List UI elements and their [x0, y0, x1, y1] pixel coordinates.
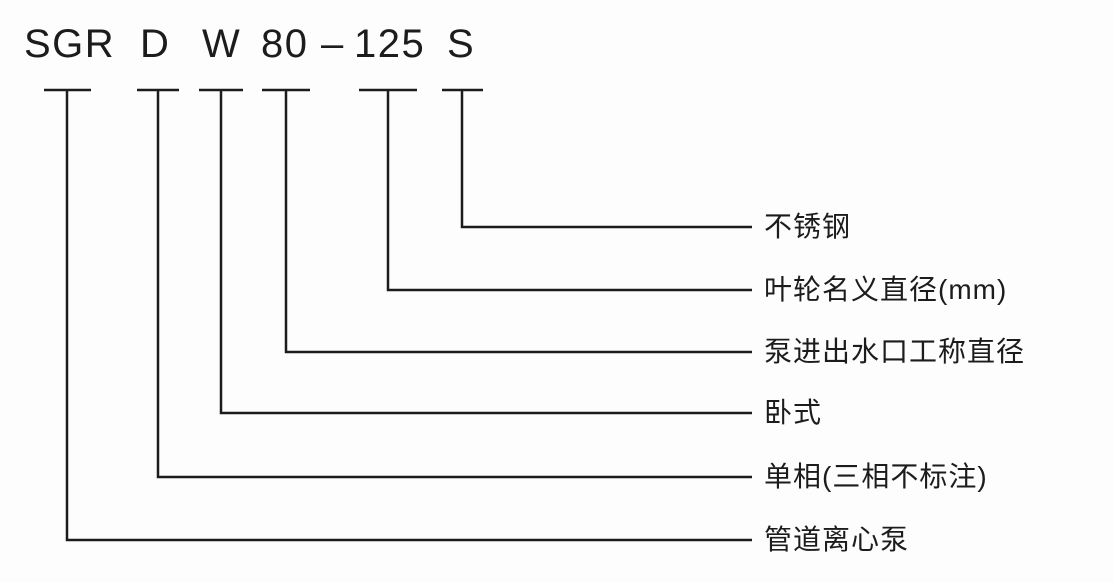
code-part-w: W	[202, 22, 242, 66]
callout-line-sgr	[44, 88, 752, 542]
callout-line-w	[199, 88, 752, 415]
callout-line-80	[262, 88, 752, 354]
legend-label-pipeline-centrifugal: 管道离心泵	[764, 524, 910, 555]
code-part-125: 125	[354, 22, 426, 66]
code-part-s: S	[447, 22, 476, 66]
legend-label-single-phase: 单相(三相不标注)	[764, 461, 988, 492]
callout-line-125	[359, 88, 752, 292]
code-part-dash: –	[321, 22, 345, 66]
callout-line-d	[137, 88, 752, 479]
code-part-d: D	[140, 22, 171, 66]
legend-label-stainless-steel: 不锈钢	[764, 211, 852, 242]
code-part-80: 80	[261, 22, 309, 66]
code-part-sgr: SGR	[24, 22, 116, 66]
legend-label-impeller-diameter: 叶轮名义直径(mm)	[764, 274, 1008, 305]
legend-label-port-diameter: 泵进出水口工称直径	[764, 336, 1026, 367]
legend-label-horizontal-type: 卧式	[764, 397, 823, 428]
callout-line-s	[442, 88, 752, 229]
